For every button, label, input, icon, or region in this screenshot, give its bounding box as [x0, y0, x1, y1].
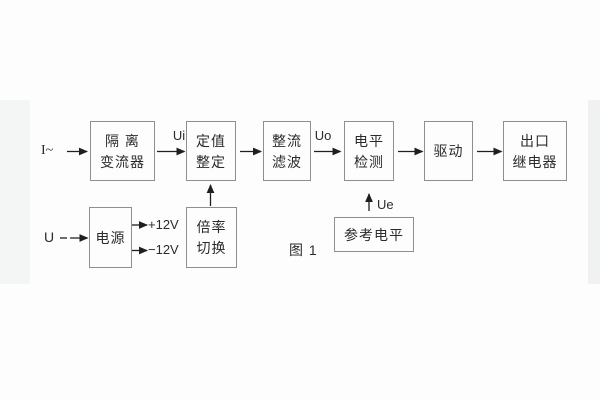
block-isolation-transformer: 隔 离 变流器	[90, 121, 155, 181]
block-setpoint-adjust-line1: 定值	[196, 132, 226, 149]
block-ratio-switch-line1: 倍率	[196, 219, 227, 235]
block-level-detector: 电平 检测	[344, 121, 394, 181]
block-power-supply: 电源	[89, 207, 132, 268]
signal-uo-label: Uo	[314, 128, 332, 143]
block-output-relay-line1: 出口	[520, 132, 550, 149]
block-isolation-transformer-line1: 隔 离	[105, 132, 140, 149]
block-rectify-filter-line2: 滤波	[272, 153, 302, 170]
signal-ui-label: Ui	[172, 128, 186, 143]
block-output-relay-line2: 继电器	[512, 153, 558, 170]
block-reference-level-line1: 参考电平	[344, 226, 404, 243]
block-setpoint-adjust-line2: 整定	[196, 153, 226, 170]
rail-minus12-label: −12V	[148, 242, 179, 257]
block-ratio-switch: 倍率 切换	[186, 207, 237, 268]
signal-ue-label: Ue	[377, 197, 394, 212]
block-power-supply-line1: 电源	[95, 229, 126, 246]
block-isolation-transformer-line2: 变流器	[100, 153, 145, 170]
rail-plus12-label: +12V	[148, 217, 179, 232]
figure-caption: 图 1	[289, 242, 318, 258]
block-setpoint-adjust: 定值 整定	[186, 121, 236, 181]
block-level-detector-line1: 电平	[354, 132, 384, 149]
block-reference-level: 参考电平	[334, 217, 414, 252]
block-rectify-filter: 整流 滤波	[263, 121, 311, 181]
block-driver: 驱动	[424, 121, 473, 181]
block-level-detector-line2: 检测	[354, 153, 384, 170]
block-driver-line1: 驱动	[433, 143, 464, 159]
block-ratio-switch-line2: 切换	[196, 240, 227, 256]
block-output-relay: 出口 继电器	[503, 121, 567, 181]
input-voltage-label: U	[44, 229, 55, 245]
input-current-label: I~	[41, 143, 54, 158]
block-rectify-filter-line1: 整流	[272, 132, 302, 149]
